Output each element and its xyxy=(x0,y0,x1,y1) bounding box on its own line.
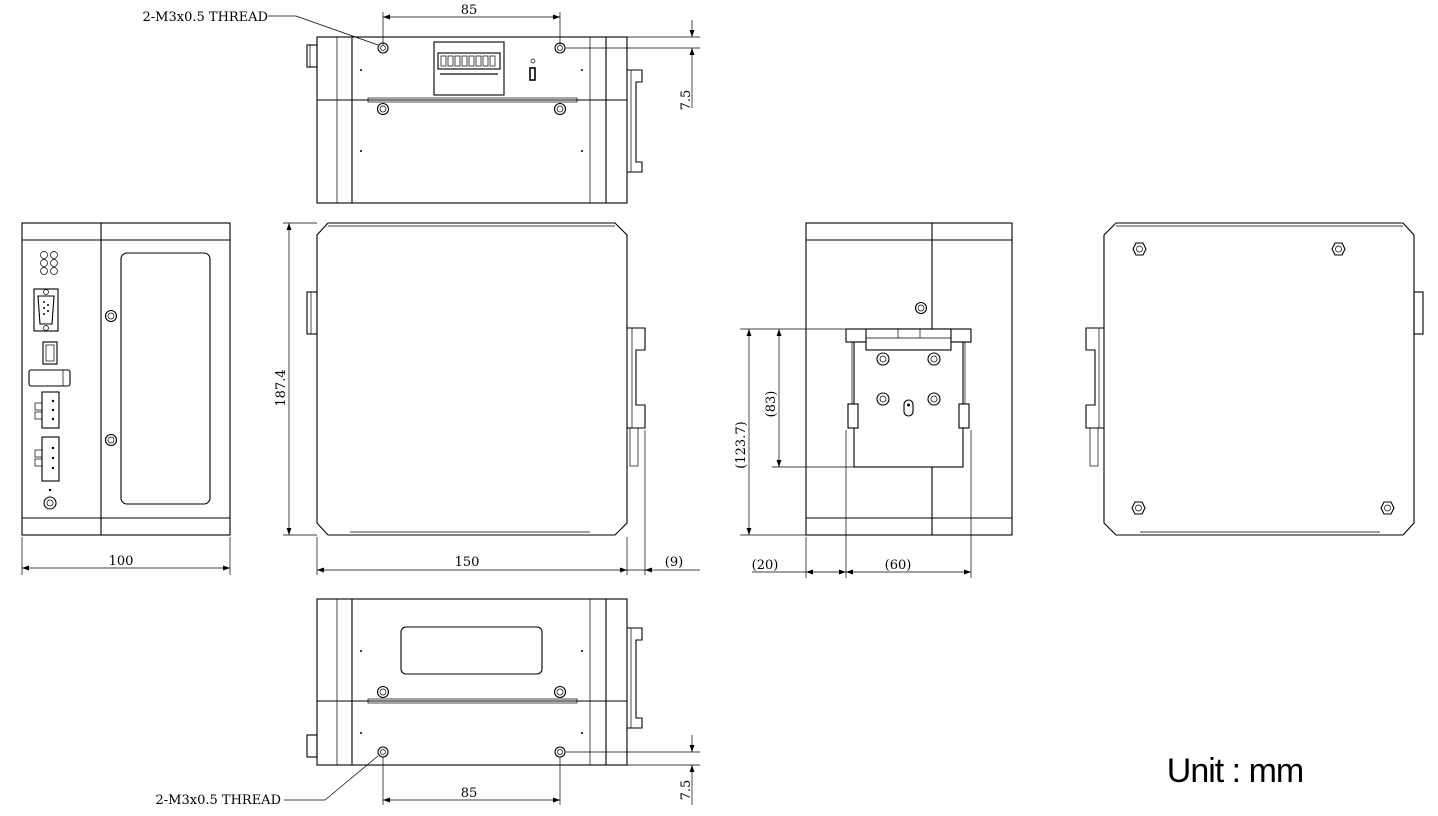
hex-nut-top-right xyxy=(1331,242,1346,256)
terminal-block-lower xyxy=(34,436,60,482)
terminal-block-upper xyxy=(34,391,60,429)
side-view xyxy=(283,222,700,575)
bottom-hole-spacing-dim: 85 xyxy=(461,786,478,801)
bottom-thread-hole-right xyxy=(554,746,566,758)
din-clip-offset-dim: (9) xyxy=(665,555,683,570)
top-screw-right xyxy=(553,102,567,116)
top-hole-spacing-dim: 85 xyxy=(461,3,478,18)
front-slot xyxy=(28,369,71,387)
front-screw-lower xyxy=(104,433,118,447)
bottom-label-window xyxy=(400,626,543,675)
rear-clip-width-dim: (60) xyxy=(885,558,912,573)
usb-port xyxy=(42,341,58,365)
front-view xyxy=(21,222,231,575)
bottom-view xyxy=(284,598,700,805)
front-width-dim: 100 xyxy=(109,554,134,569)
hex-nut-bottom-right xyxy=(1380,501,1395,515)
rear-left-offset-dim: (20) xyxy=(752,558,779,573)
dip-switch xyxy=(433,41,505,96)
db9-serial-port xyxy=(33,288,59,332)
bottom-screw-right xyxy=(553,685,567,699)
unit-label: Unit : mm xyxy=(1167,752,1303,790)
rear-view xyxy=(740,222,1013,578)
led-indicators xyxy=(40,251,58,275)
top-view xyxy=(268,12,700,204)
side-width-dim: 150 xyxy=(455,555,480,570)
bottom-screw-left xyxy=(376,685,390,699)
right-side-view xyxy=(1085,222,1424,536)
hex-nut-top-left xyxy=(1132,242,1147,256)
rear-height-total-dim: (123.7) xyxy=(734,421,749,468)
ground-screw xyxy=(43,496,57,510)
thread-label-top: 2-M3x0.5 THREAD xyxy=(143,10,268,25)
rear-screw xyxy=(914,301,928,315)
bottom-thread-hole-left xyxy=(377,746,389,758)
rear-height-clip-dim: (83) xyxy=(764,391,779,418)
front-screw-upper xyxy=(104,309,118,323)
top-screw-left xyxy=(376,102,390,116)
hex-nut-bottom-left xyxy=(1131,501,1146,515)
bottom-depth-dim: 7.5 xyxy=(679,780,694,801)
thread-label-bottom: 2-M3x0.5 THREAD xyxy=(156,793,281,808)
top-depth-dim: 7.5 xyxy=(679,90,694,111)
side-height-dim: 187.4 xyxy=(274,369,289,406)
din-rail-clip xyxy=(845,328,972,468)
